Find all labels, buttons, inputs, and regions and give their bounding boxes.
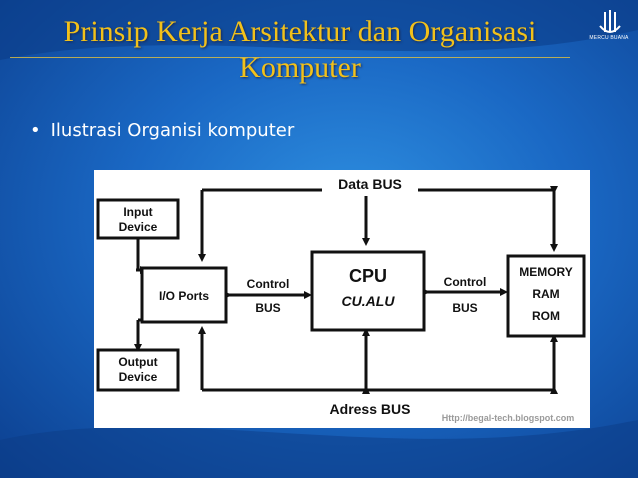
input-device-label-1: Input: [123, 205, 152, 219]
university-logo-text: MERCU BUANA: [589, 35, 629, 41]
control-bus-right-label-2: BUS: [452, 301, 477, 315]
bullet-item: • Ilustrasi Organisi komputer: [30, 120, 294, 141]
input-device-box: [96, 198, 180, 240]
memory-label: MEMORY: [519, 265, 573, 279]
control-bus-left-label-2: BUS: [255, 301, 280, 315]
output-device-label-1: Output: [118, 355, 157, 369]
university-logo-icon: [599, 10, 621, 33]
ram-label: RAM: [532, 287, 559, 301]
cpu-sublabel: CU.ALU: [342, 293, 396, 309]
bullet-text: Ilustrasi Organisi komputer: [50, 120, 295, 141]
output-device-label-2: Device: [119, 370, 158, 384]
control-bus-left-label-1: Control: [247, 277, 290, 291]
cpu-label: CPU: [349, 266, 387, 286]
rom-label: ROM: [532, 309, 560, 323]
memory-box: [506, 254, 586, 338]
io-ports-label: I/O Ports: [159, 289, 209, 303]
adress-bus-label: Adress BUS: [330, 401, 411, 417]
title-underline: [10, 57, 570, 58]
data-bus-label: Data BUS: [338, 176, 402, 192]
cpu-box: [310, 250, 426, 332]
slide-title: Prinsip Kerja Arsitektur dan Organisasi …: [63, 15, 537, 84]
watermark-text: Http://begal-tech.blogspot.com: [442, 413, 575, 423]
io-ports-box: [140, 266, 228, 324]
computer-organization-diagram: Data BUS Adress BUS Input Device Output …: [94, 170, 590, 428]
control-bus-right-label-1: Control: [444, 275, 487, 289]
input-device-label-2: Device: [119, 220, 158, 234]
bullet-dot: •: [30, 120, 41, 141]
output-device-box: [96, 348, 180, 392]
